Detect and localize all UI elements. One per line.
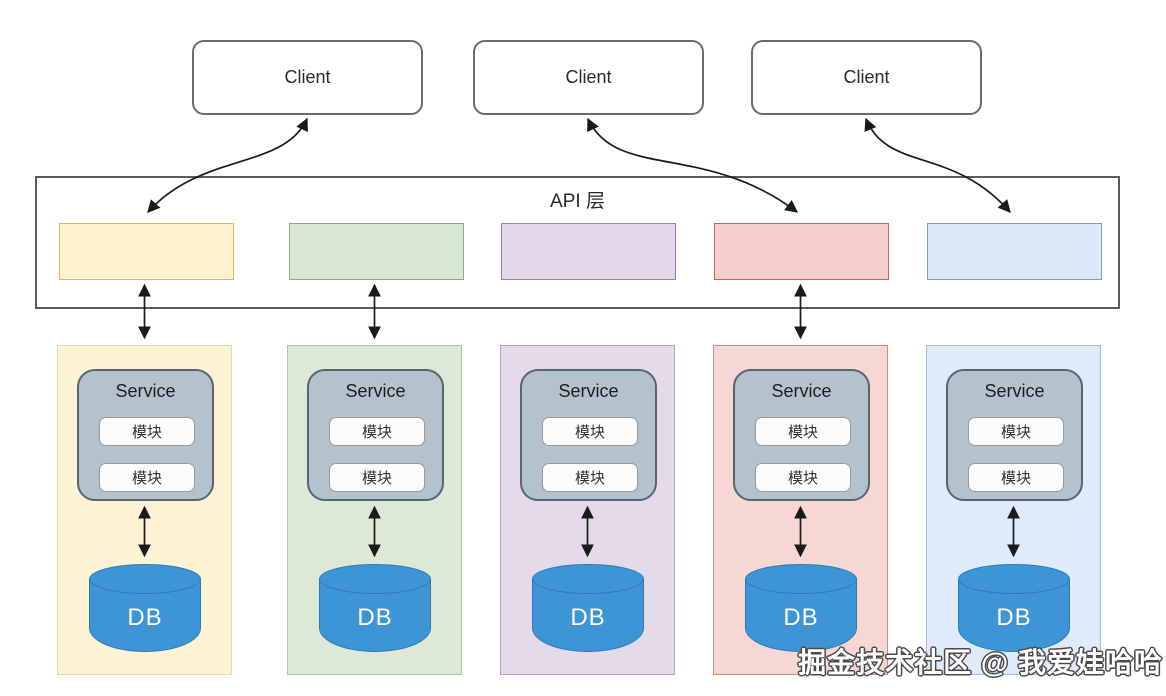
client-box-3: Client bbox=[751, 40, 982, 115]
module-box: 模块 bbox=[755, 463, 851, 492]
service-label: Service bbox=[558, 381, 619, 401]
db-cylinder: DB bbox=[745, 564, 857, 652]
watermark: 掘金技术社区 @ 我爱娃哈哈 bbox=[798, 647, 1163, 678]
service-label: Service bbox=[115, 381, 176, 401]
api-endpoint-yellow bbox=[59, 223, 234, 280]
service-lane-green: Service 模块 模块 DB bbox=[287, 345, 462, 675]
api-layer-box: API 层 bbox=[35, 176, 1120, 309]
api-endpoint-green bbox=[289, 223, 464, 280]
db-cylinder-top bbox=[532, 564, 644, 594]
module-box: 模块 bbox=[99, 417, 195, 446]
service-label: Service bbox=[345, 381, 406, 401]
service-box: Service 模块 模块 bbox=[520, 369, 657, 501]
module-label: 模块 bbox=[361, 424, 392, 441]
db-cylinder: DB bbox=[958, 564, 1070, 652]
module-label: 模块 bbox=[1000, 470, 1031, 487]
service-lane-yellow: Service 模块 模块 DB bbox=[57, 345, 232, 675]
module-label: 模块 bbox=[574, 424, 605, 441]
module-label: 模块 bbox=[131, 424, 162, 441]
service-box: Service 模块 模块 bbox=[946, 369, 1083, 501]
service-box: Service 模块 模块 bbox=[77, 369, 214, 501]
api-layer-title: API 层 bbox=[550, 191, 605, 212]
module-box: 模块 bbox=[329, 463, 425, 492]
db-cylinder: DB bbox=[89, 564, 201, 652]
service-box: Service 模块 模块 bbox=[307, 369, 444, 501]
db-cylinder-top bbox=[958, 564, 1070, 594]
service-label: Service bbox=[984, 381, 1045, 401]
module-box: 模块 bbox=[968, 417, 1064, 446]
client-label: Client bbox=[843, 67, 890, 87]
module-box: 模块 bbox=[755, 417, 851, 446]
service-lane-red: Service 模块 模块 DB bbox=[713, 345, 888, 675]
module-box: 模块 bbox=[99, 463, 195, 492]
service-label: Service bbox=[771, 381, 832, 401]
db-label: DB bbox=[570, 604, 606, 631]
db-cylinder-top bbox=[745, 564, 857, 594]
db-label: DB bbox=[783, 604, 819, 631]
service-lane-purple: Service 模块 模块 DB bbox=[500, 345, 675, 675]
api-endpoint-red bbox=[714, 223, 889, 280]
module-label: 模块 bbox=[787, 470, 818, 487]
client-box-2: Client bbox=[473, 40, 704, 115]
db-label: DB bbox=[357, 604, 393, 631]
module-label: 模块 bbox=[574, 470, 605, 487]
db-cylinder-top bbox=[319, 564, 431, 594]
db-cylinder-top bbox=[89, 564, 201, 594]
module-box: 模块 bbox=[329, 417, 425, 446]
module-box: 模块 bbox=[968, 463, 1064, 492]
client-label: Client bbox=[284, 67, 331, 87]
service-box: Service 模块 模块 bbox=[733, 369, 870, 501]
api-endpoint-purple bbox=[501, 223, 676, 280]
db-cylinder: DB bbox=[319, 564, 431, 652]
client-label: Client bbox=[565, 67, 612, 87]
module-label: 模块 bbox=[1000, 424, 1031, 441]
db-cylinder: DB bbox=[532, 564, 644, 652]
service-lane-blue: Service 模块 模块 DB bbox=[926, 345, 1101, 675]
module-label: 模块 bbox=[131, 470, 162, 487]
db-label: DB bbox=[127, 604, 163, 631]
client-box-1: Client bbox=[192, 40, 423, 115]
module-label: 模块 bbox=[361, 470, 392, 487]
module-box: 模块 bbox=[542, 463, 638, 492]
db-label: DB bbox=[996, 604, 1032, 631]
api-endpoint-blue bbox=[927, 223, 1102, 280]
module-label: 模块 bbox=[787, 424, 818, 441]
module-box: 模块 bbox=[542, 417, 638, 446]
